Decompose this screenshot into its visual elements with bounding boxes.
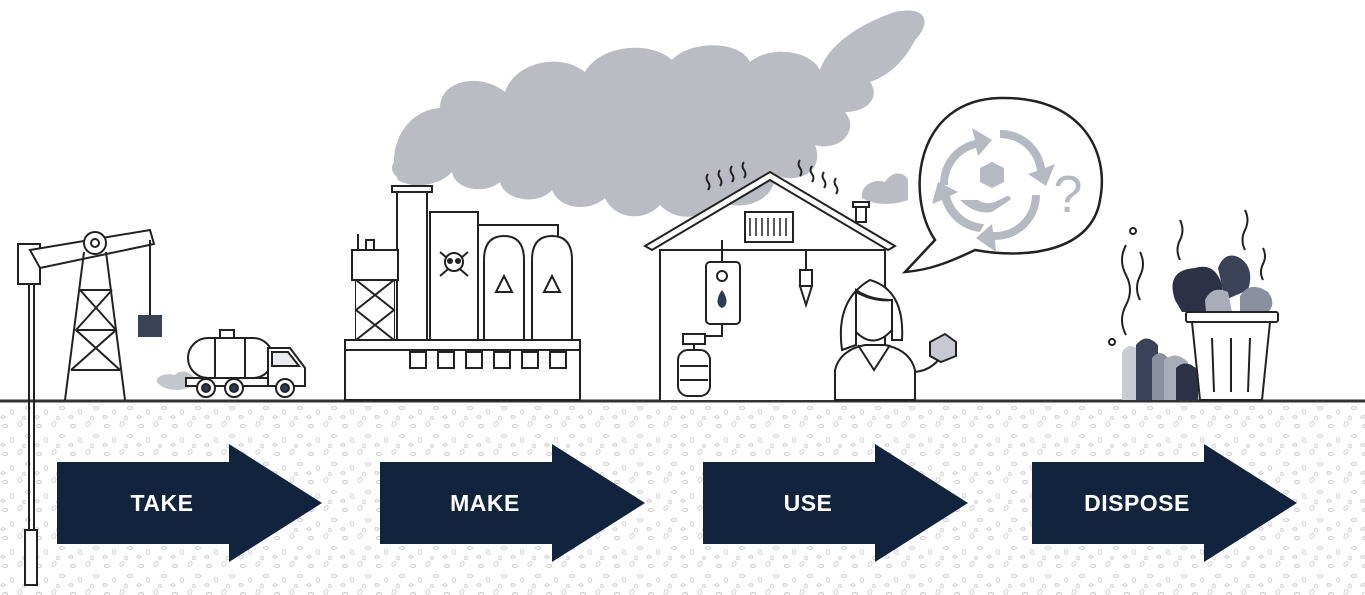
make-label: MAKE — [450, 489, 520, 516]
smoke-cloud — [392, 10, 925, 217]
question-mark: ? — [1054, 166, 1083, 224]
trash-bin-icon — [1185, 311, 1279, 401]
dispose-arrow: DISPOSE — [1032, 444, 1297, 562]
tanker-truck-icon — [156, 329, 306, 398]
use-arrow: USE — [703, 444, 968, 562]
dispose-arrow-shape — [1032, 444, 1297, 562]
use-label: USE — [783, 489, 833, 516]
factory-icon — [344, 185, 581, 401]
make-arrow-shape — [380, 444, 645, 562]
make-arrow: MAKE — [380, 444, 645, 562]
garbage-bags-icon — [1122, 255, 1273, 400]
heat-waves-icon — [705, 159, 839, 195]
take-label: TAKE — [130, 489, 194, 516]
skull-crossbones-icon — [439, 251, 469, 277]
woman-icon — [834, 278, 957, 401]
recycle-cycle-icon — [932, 128, 1055, 252]
dispose-label: DISPOSE — [1084, 489, 1190, 516]
speech-bubble — [901, 96, 1104, 274]
take-arrow: TAKE — [57, 444, 322, 562]
take-arrow-shape — [57, 444, 322, 562]
stink-lines-icon — [1108, 209, 1266, 346]
oil-pumpjack-icon — [17, 228, 162, 586]
use-arrow-shape — [703, 444, 968, 562]
